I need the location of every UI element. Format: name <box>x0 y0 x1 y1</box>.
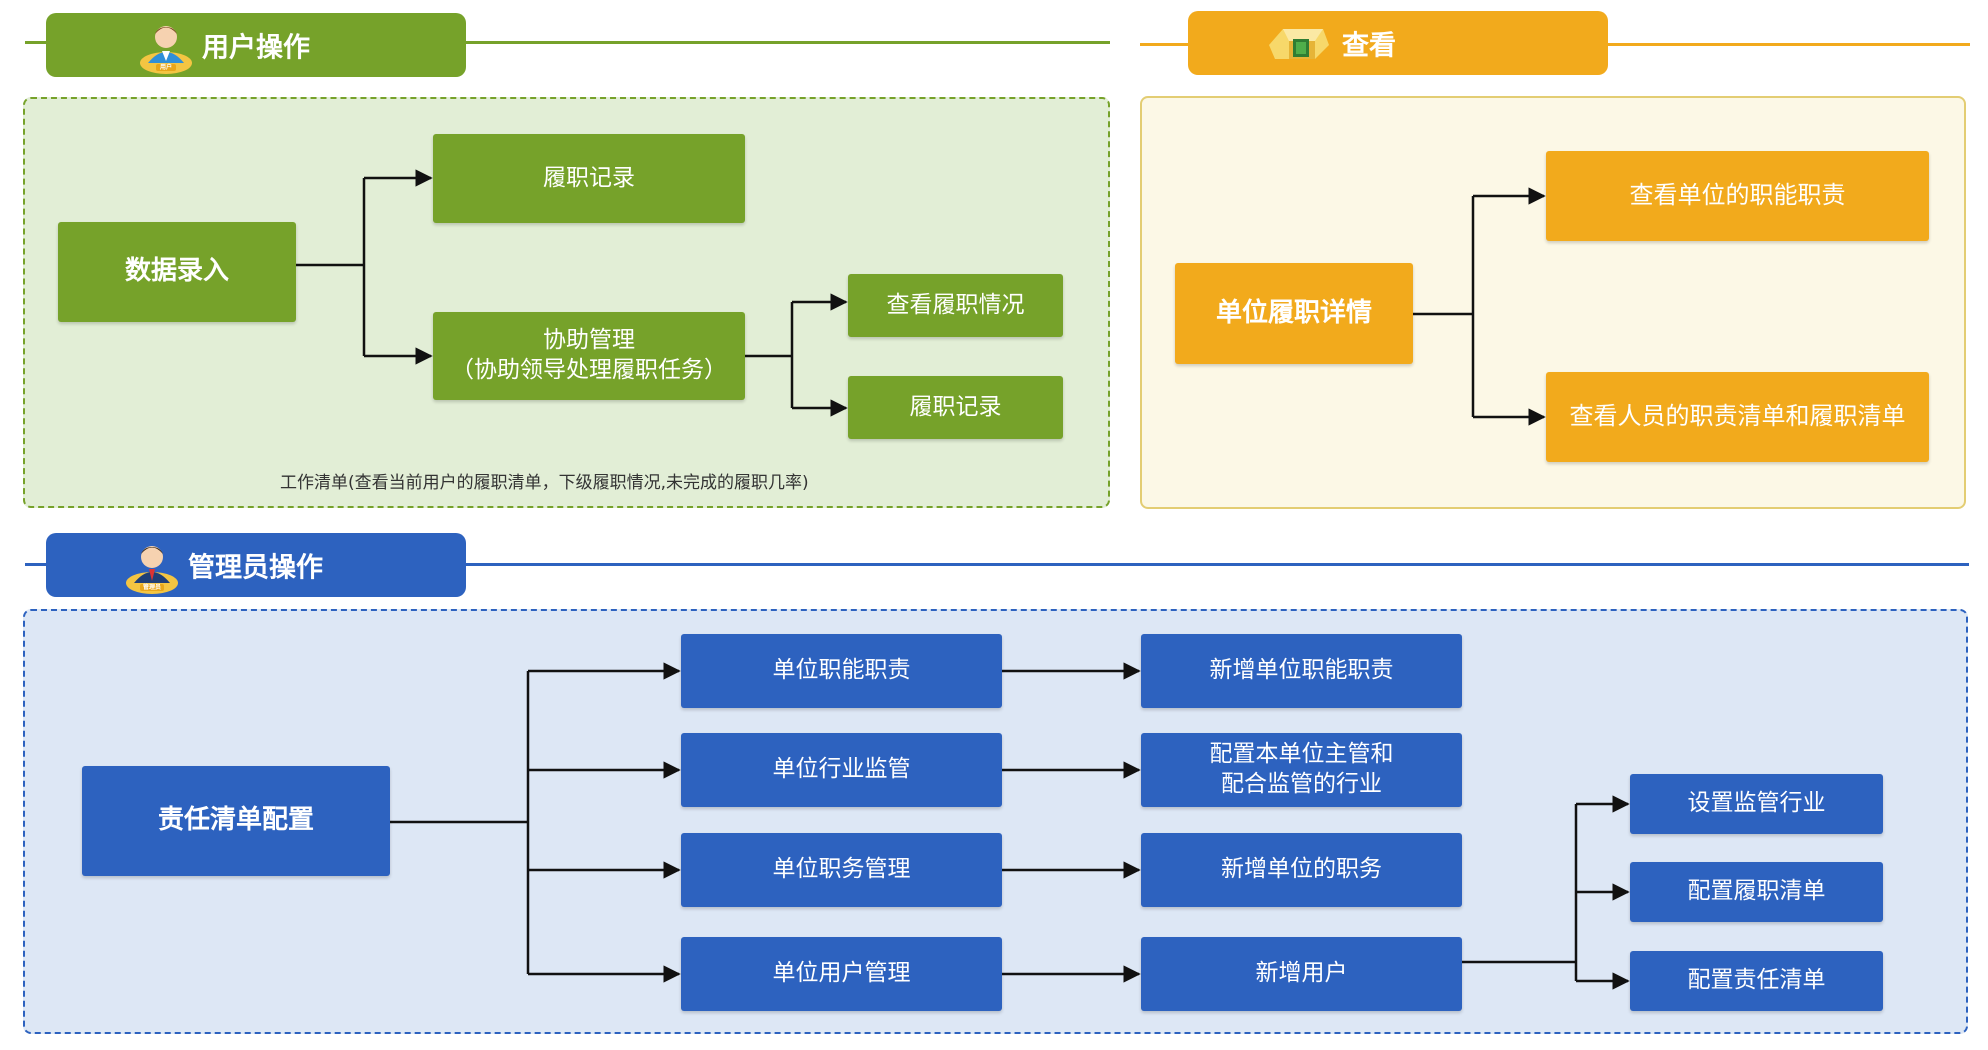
admin-section-header: 管理员 管理员操作 <box>46 533 466 597</box>
node-config-duty-list[interactable]: 配置履职清单 <box>1630 862 1883 922</box>
node-config-supervision[interactable]: 配置本单位主管和 配合监管的行业 <box>1141 733 1462 807</box>
node-add-unit-post[interactable]: 新增单位的职务 <box>1141 833 1462 907</box>
user-avatar-icon: 用户 <box>138 17 194 75</box>
node-view-person-lists[interactable]: 查看人员的职责清单和履职清单 <box>1546 372 1929 462</box>
admin-header-rule <box>25 563 1969 566</box>
view-section-header: 查看 <box>1188 11 1608 75</box>
node-set-industry[interactable]: 设置监管行业 <box>1630 774 1883 834</box>
node-add-user[interactable]: 新增用户 <box>1141 937 1462 1011</box>
admin-section-title: 管理员操作 <box>188 552 323 584</box>
user-badge-text: 用户 <box>159 64 172 71</box>
node-view-unit-functions[interactable]: 查看单位的职能职责 <box>1546 151 1929 241</box>
user-header-rule <box>25 41 1110 44</box>
admin-badge-text: 管理员 <box>142 584 161 591</box>
node-resp-list-config[interactable]: 责任清单配置 <box>82 766 390 876</box>
gold-ingot-icon <box>1263 25 1331 63</box>
admin-avatar-icon: 管理员 <box>124 537 180 595</box>
node-unit-posts[interactable]: 单位职务管理 <box>681 833 1002 907</box>
node-duty-record[interactable]: 履职记录 <box>433 134 745 223</box>
view-section-title: 查看 <box>1342 30 1396 62</box>
work-list-footnote: 工作清单(查看当前用户的履职清单，下级履职情况,未完成的履职几率) <box>280 473 809 493</box>
node-data-entry[interactable]: 数据录入 <box>58 222 296 322</box>
node-view-duty-status[interactable]: 查看履职情况 <box>848 274 1063 337</box>
node-config-resp-list[interactable]: 配置责任清单 <box>1630 951 1883 1011</box>
node-unit-functions[interactable]: 单位职能职责 <box>681 634 1002 708</box>
user-section-header: 用户 用户操作 <box>46 13 466 77</box>
node-assist-manage[interactable]: 协助管理 （协助领导处理履职任务） <box>433 312 745 400</box>
node-duty-record-sub[interactable]: 履职记录 <box>848 376 1063 439</box>
node-unit-duty-detail[interactable]: 单位履职详情 <box>1175 263 1413 364</box>
node-unit-users[interactable]: 单位用户管理 <box>681 937 1002 1011</box>
node-unit-supervision[interactable]: 单位行业监管 <box>681 733 1002 807</box>
node-add-unit-functions[interactable]: 新增单位职能职责 <box>1141 634 1462 708</box>
user-section-title: 用户操作 <box>202 32 310 64</box>
